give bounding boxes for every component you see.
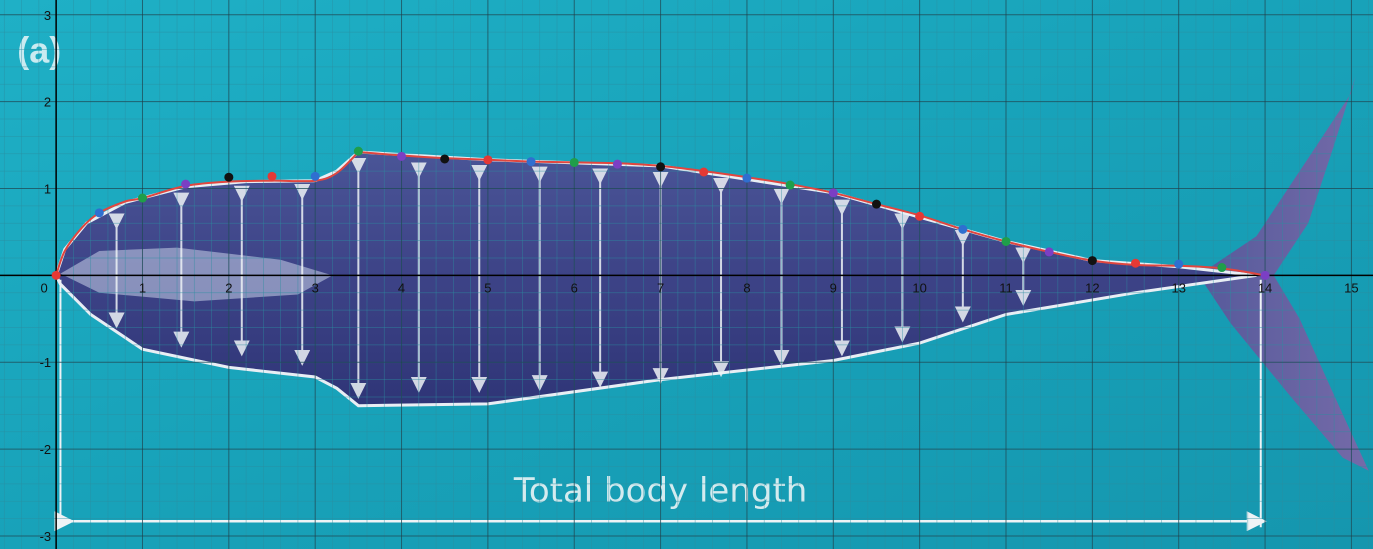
data-point	[483, 155, 493, 165]
data-point	[397, 151, 407, 161]
panel-label: (a)	[17, 30, 61, 71]
data-point	[828, 188, 838, 198]
x-tick-label: 8	[743, 280, 750, 295]
data-point	[569, 157, 579, 167]
data-point	[1044, 247, 1054, 257]
data-point	[1087, 256, 1097, 266]
data-point	[785, 180, 795, 190]
data-point	[612, 159, 622, 169]
x-tick-label: 4	[398, 280, 405, 295]
fitted-curve	[55, 151, 1266, 277]
x-tick-label: 0	[41, 280, 48, 295]
data-point	[1001, 236, 1011, 246]
x-tick-label: 12	[1085, 280, 1099, 295]
curve-segment	[358, 151, 1266, 277]
data-point	[526, 157, 536, 167]
data-point	[1174, 259, 1184, 269]
data-point	[871, 199, 881, 209]
x-tick-label: 6	[571, 280, 578, 295]
x-tick-label: 10	[912, 280, 926, 295]
data-point	[915, 211, 925, 221]
x-tick-label: 7	[657, 280, 664, 295]
y-tick-label: 2	[44, 95, 51, 110]
data-point	[94, 208, 104, 218]
data-point	[137, 193, 147, 203]
data-point	[353, 146, 363, 156]
x-tick-label: 1	[139, 280, 146, 295]
x-tick-label: 9	[830, 280, 837, 295]
y-tick-label: -3	[40, 529, 52, 544]
data-point	[742, 173, 752, 183]
y-tick-label: 1	[44, 182, 51, 197]
x-tick-label: 13	[1171, 280, 1185, 295]
x-tick-label: 5	[484, 280, 491, 295]
data-point	[1131, 258, 1141, 268]
data-point	[699, 167, 709, 177]
data-point	[1260, 270, 1270, 280]
data-points	[51, 146, 1270, 280]
x-tick-label: 2	[225, 280, 232, 295]
x-tick-label: 15	[1344, 280, 1358, 295]
data-point	[51, 270, 61, 280]
data-point	[181, 179, 191, 189]
data-point	[1217, 263, 1227, 273]
data-point	[958, 224, 968, 234]
x-tick-label: 3	[312, 280, 319, 295]
data-point	[656, 162, 666, 172]
x-tick-label: 14	[1258, 280, 1272, 295]
whale-head-highlight	[60, 247, 333, 302]
data-point	[310, 171, 320, 181]
x-tick-label: 11	[999, 280, 1013, 295]
y-tick-label: -2	[40, 442, 52, 457]
y-tick-label: 3	[44, 8, 51, 23]
data-point	[267, 171, 277, 181]
data-point	[224, 172, 234, 182]
y-tick-labels: -3 -2 -1 1 2 3	[40, 8, 52, 544]
curve-segment	[55, 151, 360, 276]
y-tick-label: -1	[40, 355, 52, 370]
data-point	[440, 154, 450, 164]
